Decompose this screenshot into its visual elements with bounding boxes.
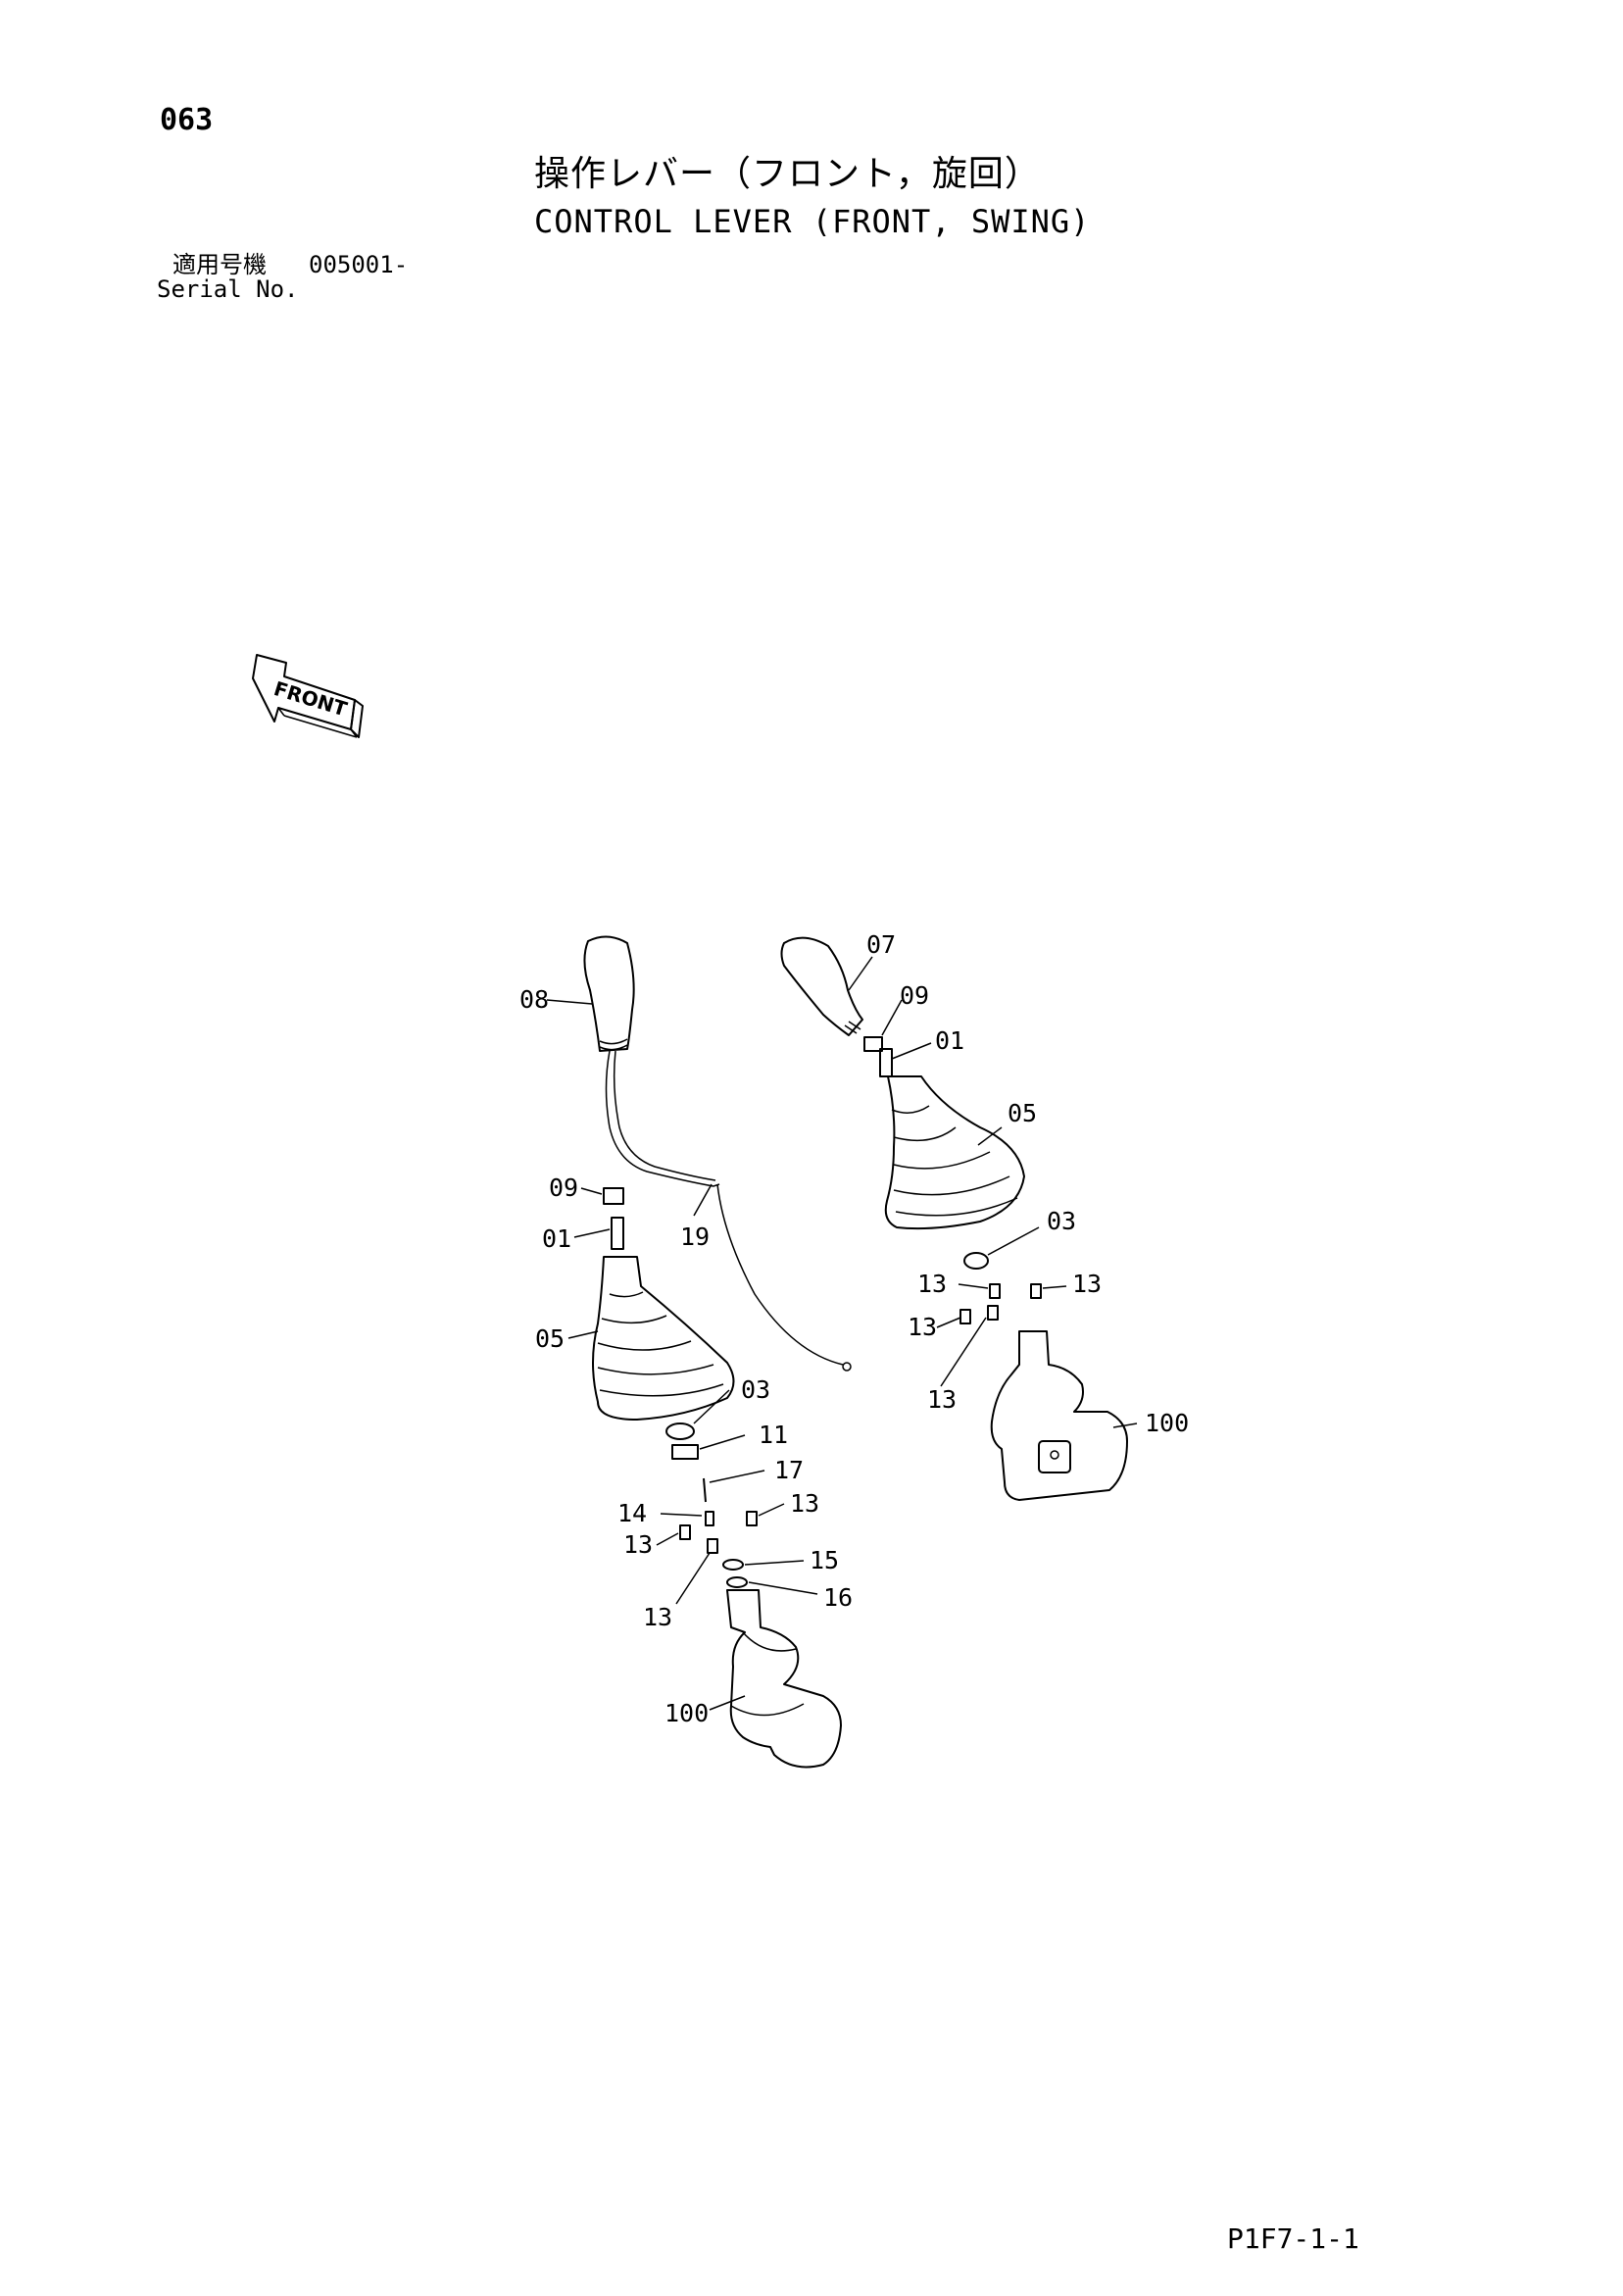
callout-05: 05 xyxy=(1008,1099,1037,1127)
callout-13: 13 xyxy=(927,1385,957,1414)
callout-03: 03 xyxy=(1047,1207,1076,1235)
front-arrow-icon: FRONT xyxy=(252,654,364,738)
callout-19: 19 xyxy=(680,1223,710,1251)
callout-14: 14 xyxy=(617,1499,647,1527)
callout-01: 01 xyxy=(542,1224,571,1253)
callout-13: 13 xyxy=(1072,1270,1102,1298)
reference-code: P1F7-1-1 xyxy=(1227,2222,1359,2255)
callout-03: 03 xyxy=(741,1375,770,1404)
callout-01: 01 xyxy=(935,1026,964,1055)
page-title-japanese: 操作レバー（フロント，旋回） xyxy=(534,154,1041,194)
callout-13: 13 xyxy=(643,1603,672,1631)
leader-lines xyxy=(546,956,1138,1711)
callout-16: 16 xyxy=(823,1583,853,1612)
callout-13: 13 xyxy=(917,1270,947,1298)
callout-09: 09 xyxy=(549,1173,578,1202)
callout-08: 08 xyxy=(519,985,549,1014)
page-title-english: CONTROL LEVER (FRONT, SWING) xyxy=(534,203,1091,240)
callout-13: 13 xyxy=(908,1313,937,1341)
left-lever-assembly xyxy=(583,935,852,1769)
callout-09: 09 xyxy=(900,981,929,1010)
right-lever-assembly xyxy=(780,936,1128,1501)
serial-label-japanese: 適用号機 xyxy=(172,251,267,278)
serial-range: 005001- xyxy=(309,251,409,278)
callout-11: 11 xyxy=(759,1421,788,1449)
callout-17: 17 xyxy=(774,1456,804,1484)
callout-100: 100 xyxy=(664,1699,709,1727)
callout-13: 13 xyxy=(790,1489,819,1518)
callout-labels: 08 09 01 19 05 03 11 17 14 13 13 13 15 1… xyxy=(519,930,1189,1727)
callout-100: 100 xyxy=(1145,1409,1189,1437)
callout-05: 05 xyxy=(535,1324,565,1353)
callout-07: 07 xyxy=(866,930,896,959)
callout-13: 13 xyxy=(623,1530,653,1559)
callout-15: 15 xyxy=(810,1546,839,1574)
serial-label-english: Serial No. xyxy=(157,275,299,303)
page-number: 063 xyxy=(160,103,214,137)
